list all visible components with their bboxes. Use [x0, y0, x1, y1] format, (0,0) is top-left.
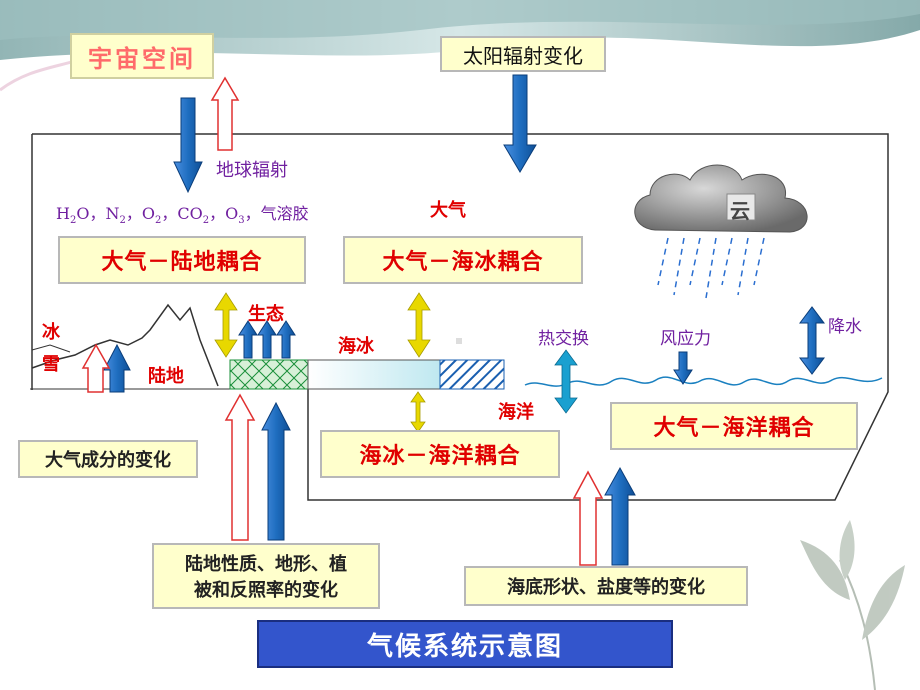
composition-change-box: 大气成分的变化 — [18, 440, 198, 478]
diagram-title: 气候系统示意图 — [366, 631, 563, 662]
vegetation-patch — [229, 359, 309, 390]
seabed-change-box: 海底形状、盐度等的变化 — [464, 566, 748, 606]
biota-label: 生态 — [248, 304, 284, 325]
arrow-precip-double — [799, 306, 825, 375]
seaice-ocean-coupling-label: 海冰－海洋耦合 — [359, 444, 521, 469]
atmo-ocean-coupling-box: 大气－海洋耦合 — [610, 402, 858, 450]
rain-streaks — [657, 237, 765, 299]
earth-radiation-label: 地球辐射 — [216, 160, 288, 181]
atmo-land-coupling-box: 大气－陆地耦合 — [58, 236, 306, 284]
plant-decoration — [800, 520, 905, 690]
precipitation-label: 降水 — [828, 317, 862, 337]
atmo-seaice-coupling-label: 大气－海冰耦合 — [382, 250, 544, 275]
land-label: 陆地 — [148, 366, 184, 387]
sea-ice-thick — [439, 359, 505, 390]
cloud-glyph-label: 云 — [730, 199, 750, 223]
arrow-atmo-seaice — [407, 292, 431, 358]
arrow-land-props-up — [224, 393, 256, 541]
arrow-seaice-ocean — [410, 391, 426, 433]
composition-change-label: 大气成分的变化 — [45, 450, 171, 471]
arrow-composition-up — [81, 343, 111, 393]
land-change-line2: 被和反照率的变化 — [194, 580, 338, 601]
atmosphere-label: 大气 — [430, 200, 466, 221]
arrow-biota-2 — [257, 320, 277, 359]
arrow-land-up — [261, 401, 291, 541]
land-change-box: 陆地性质、地形、植 被和反照率的变化 — [152, 543, 380, 609]
space-box: 宇宙空间 — [70, 33, 214, 79]
arrow-heat-exchange — [554, 349, 578, 414]
arrow-snow-up — [103, 343, 131, 393]
atmo-seaice-coupling-box: 大气－海冰耦合 — [343, 236, 583, 284]
arrow-wind-stress — [673, 351, 693, 385]
atmo-ocean-coupling-label: 大气－海洋耦合 — [653, 416, 815, 441]
arrow-solar-change — [503, 74, 537, 173]
ocean-label: 海洋 — [498, 402, 534, 423]
snow-label: 雪 — [42, 354, 60, 375]
yellow-arrows — [214, 292, 431, 433]
ocean-surface — [524, 376, 883, 387]
wind-stress-label: 风应力 — [660, 329, 711, 349]
title-bar: 气候系统示意图 — [257, 620, 673, 668]
red-outline-arrows — [81, 76, 604, 566]
arrow-atmo-land — [214, 292, 238, 358]
atmo-land-coupling-label: 大气－陆地耦合 — [101, 250, 263, 275]
land-mountain — [30, 303, 230, 390]
atmosphere-components: H2O，N2，O2，CO2，O3，气溶胶 — [56, 204, 309, 227]
arrow-solar-in-space — [173, 97, 203, 194]
sea-ice-label: 海冰 — [338, 336, 374, 357]
space-label: 宇宙空间 — [88, 44, 196, 73]
cloud-icon — [634, 164, 808, 233]
header-decoration — [0, 0, 920, 92]
ice-label: 冰 — [42, 322, 60, 343]
solar-change-box: 太阳辐射变化 — [440, 36, 606, 72]
seaice-ocean-coupling-box: 海冰－海洋耦合 — [320, 430, 560, 478]
arrow-biota-3 — [276, 320, 296, 359]
solar-change-label: 太阳辐射变化 — [463, 43, 583, 68]
sea-ice-slab — [307, 359, 441, 390]
heat-exchange-label: 热交换 — [538, 329, 589, 349]
arrow-ocean-up — [604, 466, 636, 566]
arrow-earth-radiation — [210, 76, 240, 151]
blue-arrows — [103, 74, 825, 566]
seabed-change-label: 海底形状、盐度等的变化 — [507, 577, 705, 598]
sea-ice-fragment — [456, 338, 462, 344]
arrow-biota-1 — [238, 320, 258, 359]
climate-system-boundary — [32, 133, 889, 501]
land-change-line1: 陆地性质、地形、植 — [185, 554, 347, 575]
arrow-seabed-up — [572, 470, 604, 566]
